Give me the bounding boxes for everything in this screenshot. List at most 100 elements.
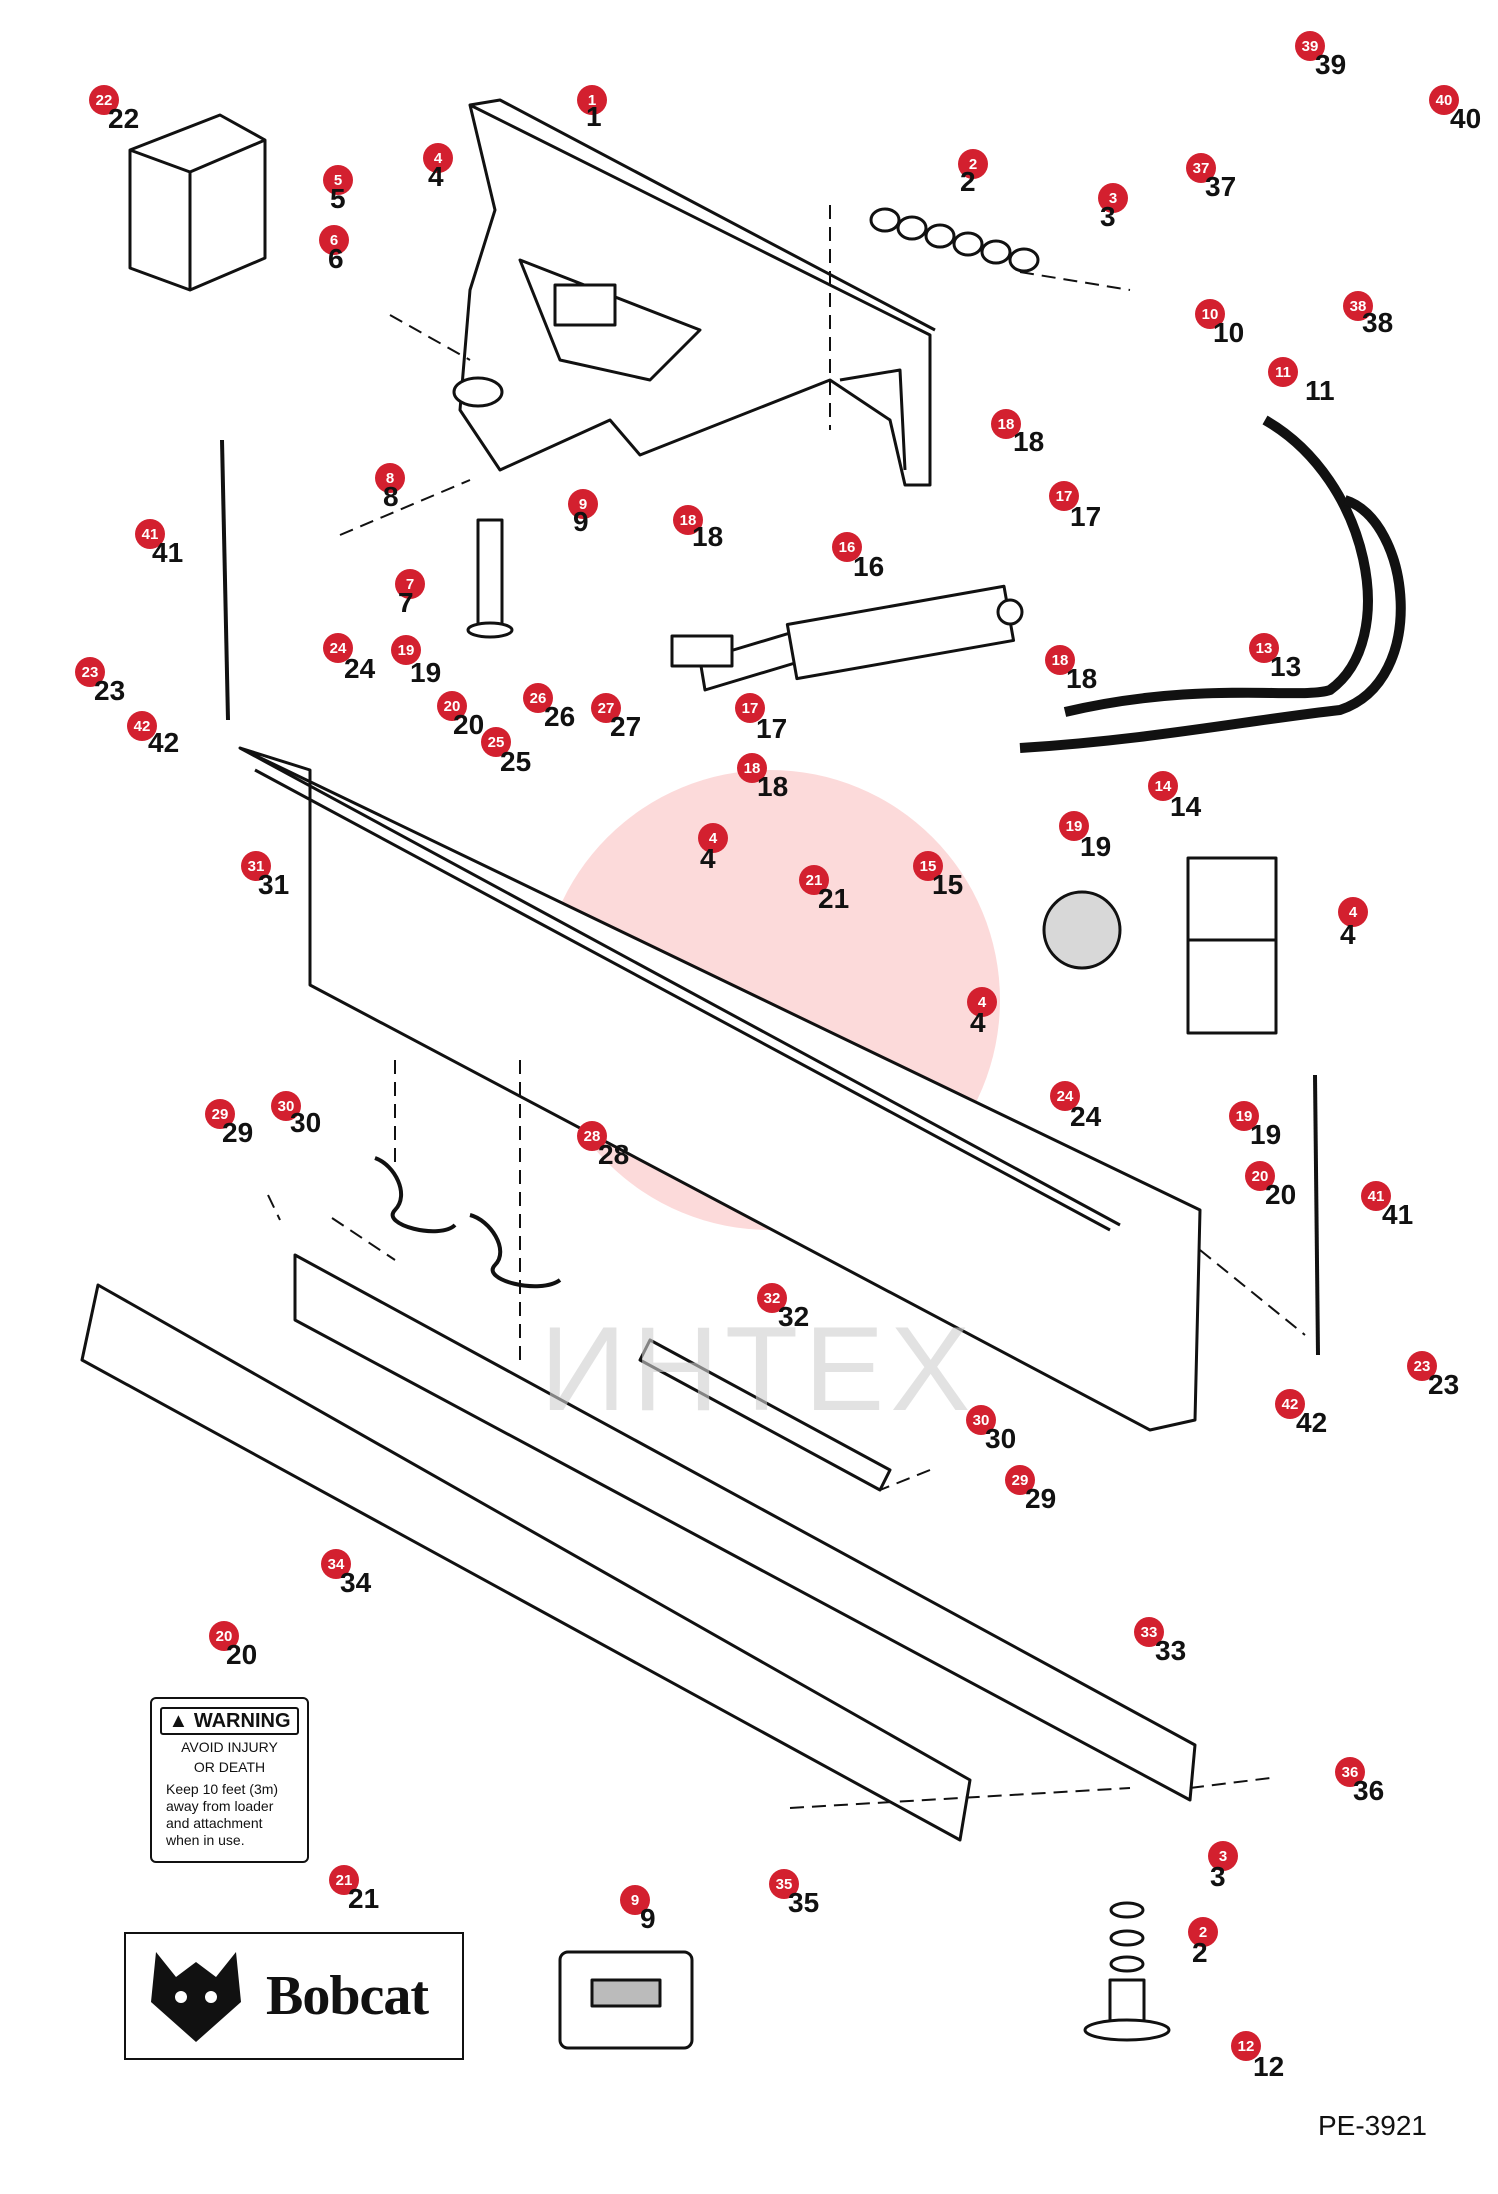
callout-bubble <box>1148 771 1178 801</box>
callout-part-number: 3 <box>1100 201 1116 232</box>
callout-bubble <box>395 569 425 599</box>
callout-bubble <box>321 1549 351 1579</box>
callout-bubble-number: 29 <box>212 1106 229 1123</box>
callout-bubble-number: 32 <box>764 1290 781 1307</box>
callout-bubble <box>1268 357 1298 387</box>
callout-bubble <box>673 505 703 535</box>
callout-part-number: 5 <box>330 183 346 214</box>
callout-bubble <box>1186 153 1216 183</box>
warning-subheading-1: AVOID INJURY <box>181 1739 278 1755</box>
callout-4: 44 <box>1338 897 1368 950</box>
callout-bubble-number: 3 <box>1109 190 1117 207</box>
callout-part-number: 18 <box>1013 426 1044 457</box>
callout-bubble <box>620 1885 650 1915</box>
callout-bubble-number: 22 <box>96 92 113 109</box>
callout-bubble <box>1343 291 1373 321</box>
callout-bubble-number: 2 <box>969 156 977 173</box>
callout-part-number: 29 <box>1025 1483 1056 1514</box>
callout-bubble-number: 41 <box>142 526 159 543</box>
callout-part-number: 23 <box>94 675 125 706</box>
mount-frame <box>452 98 936 487</box>
callout-bubble <box>1295 31 1325 61</box>
callout-bubble-number: 26 <box>530 690 547 707</box>
callout-bubble-number: 31 <box>248 858 265 875</box>
callout-bubble-number: 11 <box>1275 364 1291 381</box>
callout-bubble-number: 40 <box>1436 92 1453 109</box>
callout-2: 22 <box>1188 1917 1218 1968</box>
callout-bubble <box>135 519 165 549</box>
callout-part-number: 15 <box>932 869 963 900</box>
callout-part-number: 18 <box>757 771 788 802</box>
callout-part-number: 41 <box>152 537 183 568</box>
callout-part-number: 6 <box>328 243 344 274</box>
callout-bubble-number: 2 <box>1199 1924 1207 1941</box>
callout-bubble <box>89 85 119 115</box>
callout-bubble-number: 23 <box>1414 1358 1431 1375</box>
callout-bubble-number: 21 <box>806 872 823 889</box>
callout-part-number: 1 <box>586 101 602 132</box>
callout-part-number: 23 <box>1428 1369 1459 1400</box>
callout-part-number: 22 <box>108 103 139 134</box>
callout-bubble <box>391 635 421 665</box>
callout-bubble <box>1049 481 1079 511</box>
callout-4: 44 <box>423 143 453 192</box>
callout-part-number: 19 <box>1250 1119 1281 1150</box>
callout-bubble-number: 1 <box>588 92 596 109</box>
callout-part-number: 4 <box>428 161 444 192</box>
callout-bubble <box>737 753 767 783</box>
callout-bubble-number: 42 <box>1282 1396 1299 1413</box>
watermark-text: ИНТЕХ <box>540 1302 977 1436</box>
callout-bubble-number: 19 <box>1236 1108 1253 1125</box>
callout-bubble <box>323 633 353 663</box>
callout-bubble <box>423 143 453 173</box>
mesh-decal <box>1042 890 1122 970</box>
bobcat-logo-icon <box>151 1952 241 2042</box>
callout-bubble-number: 33 <box>1141 1624 1158 1641</box>
callout-part-number: 30 <box>985 1423 1016 1454</box>
callout-bubble <box>1005 1465 1035 1495</box>
callout-bubble <box>1361 1181 1391 1211</box>
callout-part-number: 9 <box>573 506 589 537</box>
bobcat-decal: Bobcat <box>124 1932 464 2060</box>
cutting-edge-rail <box>293 1253 1197 1802</box>
callout-bubble <box>1229 1101 1259 1131</box>
callout-bubble-number: 21 <box>336 1872 353 1889</box>
callout-part-number: 20 <box>226 1639 257 1670</box>
callout-part-number: 26 <box>544 701 575 732</box>
callout-bubble-number: 4 <box>709 830 718 847</box>
callout-bubble-number: 36 <box>1342 1764 1359 1781</box>
callout-part-number: 7 <box>398 587 414 618</box>
callout-part-number: 20 <box>453 709 484 740</box>
callout-bubble-number: 3 <box>1219 1848 1227 1865</box>
warning-body-line: away from loader <box>166 1798 274 1814</box>
callout-bubble-number: 24 <box>1057 1088 1074 1105</box>
callout-bubble <box>577 1121 607 1151</box>
callout-bubble-number: 30 <box>973 1412 990 1429</box>
moldboard-blade <box>238 746 1202 1432</box>
callout-bubble <box>319 225 349 255</box>
callout-bubble-number: 23 <box>82 664 99 681</box>
callout-bubble <box>127 711 157 741</box>
callout-part-number: 32 <box>778 1301 809 1332</box>
callout-bubble-number: 5 <box>334 172 342 189</box>
